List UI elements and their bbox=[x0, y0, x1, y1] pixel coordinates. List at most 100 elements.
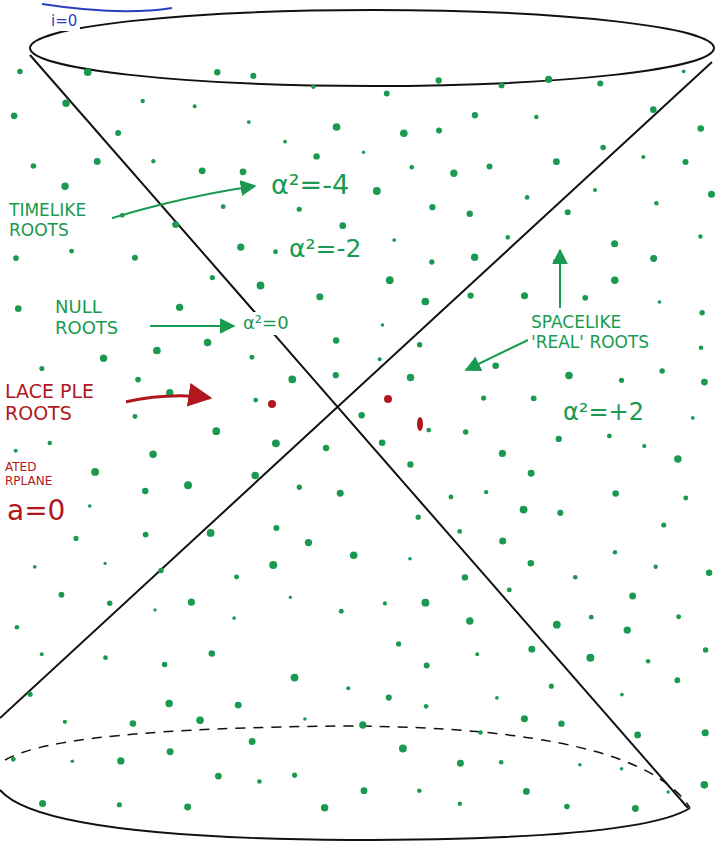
root-dot bbox=[283, 140, 287, 144]
root-dot bbox=[573, 575, 578, 580]
root-dot bbox=[472, 112, 478, 118]
root-dot bbox=[549, 684, 554, 689]
root-dot bbox=[132, 414, 137, 419]
root-dot bbox=[499, 537, 506, 544]
root-dot bbox=[409, 165, 414, 170]
root-dot bbox=[558, 720, 564, 726]
root-dot bbox=[386, 276, 394, 284]
root-dot bbox=[520, 506, 528, 514]
root-dot bbox=[521, 292, 528, 299]
root-dot bbox=[13, 255, 19, 261]
root-dot bbox=[143, 532, 149, 538]
root-dot bbox=[28, 692, 33, 697]
root-dot bbox=[176, 304, 183, 311]
root-dot bbox=[467, 211, 473, 217]
root-dot bbox=[674, 455, 681, 462]
root-dot bbox=[478, 730, 483, 735]
root-dot bbox=[499, 82, 505, 88]
root-dot bbox=[15, 305, 22, 312]
root-dot bbox=[699, 310, 704, 315]
root-dot bbox=[634, 732, 641, 739]
root-dot bbox=[234, 574, 239, 579]
root-dot bbox=[207, 529, 215, 537]
root-dot bbox=[683, 495, 688, 500]
root-dot bbox=[333, 337, 340, 344]
root-dot bbox=[359, 721, 366, 728]
root-dot bbox=[674, 677, 680, 683]
root-dot bbox=[523, 788, 530, 795]
root-dot bbox=[232, 616, 236, 620]
root-dot bbox=[193, 104, 197, 108]
root-dot bbox=[708, 191, 715, 198]
root-dot bbox=[499, 760, 504, 765]
root-dot bbox=[172, 221, 179, 228]
root-dot bbox=[313, 153, 319, 159]
sum-sign-fragment bbox=[42, 4, 172, 11]
hyperplane-label: ATED RPLANE bbox=[2, 460, 82, 490]
root-dot bbox=[323, 445, 329, 451]
region-label: SPACELIKE 'REAL' ROOTS bbox=[528, 312, 654, 353]
root-dot bbox=[607, 434, 612, 439]
root-dot bbox=[467, 292, 473, 298]
root-dot bbox=[48, 441, 53, 446]
root-dot bbox=[629, 593, 636, 600]
root-dot bbox=[426, 428, 431, 433]
root-dot bbox=[237, 244, 244, 251]
root-dot bbox=[17, 69, 22, 74]
sum-index: i=0 bbox=[48, 12, 80, 31]
norm-value: α²=-4 bbox=[268, 168, 352, 201]
root-dot bbox=[565, 209, 571, 215]
root-dot bbox=[103, 562, 106, 565]
root-dot bbox=[273, 249, 278, 254]
cone-edge bbox=[30, 55, 688, 808]
root-dot bbox=[557, 510, 563, 516]
region-label: NULL ROOTS bbox=[52, 296, 148, 339]
root-dot bbox=[311, 85, 315, 89]
root-dot bbox=[63, 720, 67, 724]
root-dot bbox=[429, 204, 435, 210]
root-dot bbox=[333, 372, 339, 378]
root-dot bbox=[153, 347, 161, 355]
root-dot bbox=[249, 738, 256, 745]
root-dot bbox=[39, 366, 44, 371]
root-dot bbox=[11, 112, 18, 119]
root-dot bbox=[457, 529, 462, 534]
root-dot bbox=[107, 601, 112, 606]
root-dot bbox=[578, 763, 582, 767]
root-dot bbox=[339, 222, 346, 229]
root-dot bbox=[545, 76, 552, 83]
root-dot bbox=[706, 570, 712, 576]
root-dot bbox=[235, 702, 242, 709]
root-dot bbox=[463, 429, 468, 434]
root-dot bbox=[215, 773, 222, 780]
root-dot bbox=[33, 565, 37, 569]
cone-top-rim bbox=[30, 10, 714, 86]
root-dot bbox=[153, 608, 156, 611]
root-dot bbox=[289, 596, 292, 599]
root-dot bbox=[429, 259, 434, 264]
root-dot bbox=[466, 617, 473, 624]
root-dot bbox=[130, 720, 137, 727]
root-dot bbox=[436, 77, 442, 83]
root-dot bbox=[646, 659, 650, 663]
root-dot bbox=[525, 195, 530, 200]
root-dot bbox=[666, 790, 669, 793]
root-dot bbox=[204, 339, 212, 347]
root-dot bbox=[682, 69, 686, 73]
root-dot bbox=[58, 592, 64, 598]
root-dot bbox=[135, 377, 141, 383]
root-dot bbox=[507, 587, 512, 592]
root-dot bbox=[553, 158, 560, 165]
root-dot bbox=[184, 804, 191, 811]
root-dot bbox=[184, 481, 192, 489]
root-dot bbox=[69, 249, 74, 254]
root-dot bbox=[361, 787, 368, 794]
root-dot bbox=[641, 155, 645, 159]
root-dot bbox=[386, 694, 392, 700]
root-dot bbox=[15, 625, 20, 630]
root-dot bbox=[582, 295, 588, 301]
root-dot bbox=[528, 470, 535, 477]
root-dot bbox=[534, 115, 539, 120]
root-dot bbox=[196, 717, 204, 725]
root-dot bbox=[521, 715, 528, 722]
